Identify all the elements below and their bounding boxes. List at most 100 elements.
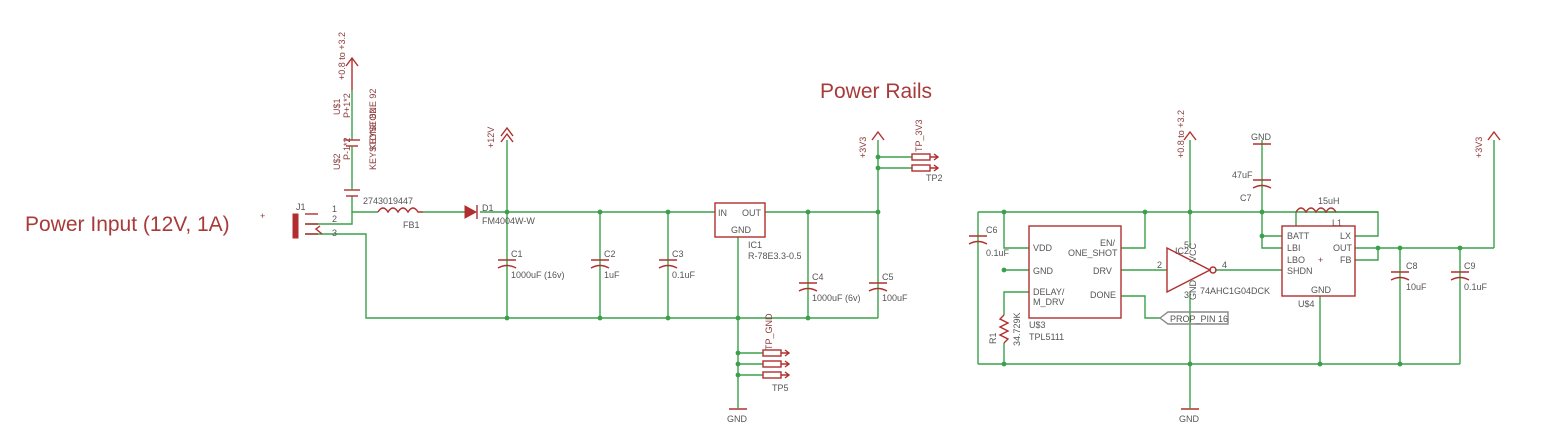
d1-value: FM4004W-W xyxy=(482,216,535,226)
u3-name: U$3 xyxy=(1029,320,1046,330)
ic1-pin-gnd: GND xyxy=(731,225,752,235)
gnd-symbol-right: GND xyxy=(1179,405,1200,424)
u4-pin-lbo: LBO xyxy=(1287,255,1305,265)
gnd-symbol-top: GND xyxy=(1251,132,1272,145)
u3-tpl5111: VDD GND DELAY/ M_DRV EN/ ONE_SHOT DRV DO… xyxy=(1028,225,1122,342)
ic2-pin-gnd: GND xyxy=(1188,280,1198,301)
r1-resistor: R1 34.729K xyxy=(988,312,1022,346)
c1-capacitor: C1 1000uF (16v) xyxy=(497,249,565,280)
u3-pin-vdd: VDD xyxy=(1033,243,1053,253)
ic1-value: R-78E3.3-0.5 xyxy=(748,251,802,261)
u4-plus: + xyxy=(1318,255,1323,265)
vbat-right-label: +0.8 to +3.2 xyxy=(1176,110,1186,158)
vbat-symbol-right: +0.8 to +3.2 xyxy=(1176,110,1197,158)
left-junctions xyxy=(504,154,881,378)
ic2-pin-vcc: VCC xyxy=(1188,242,1198,262)
fb1-value: 2743019447 xyxy=(363,196,413,206)
c3-capacitor: C3 0.1uF xyxy=(658,249,696,280)
fb1-ferrite: 2743019447 FB1 xyxy=(363,196,423,230)
l1-value: 15uH xyxy=(1318,196,1340,206)
u4-boost: BATT LBI LBO SHDN LX OUT FB GND + U$4 xyxy=(1281,225,1356,309)
u4-pin-lbi: LBI xyxy=(1287,243,1301,253)
c5-name: C5 xyxy=(882,272,894,282)
c5-value: 100uF xyxy=(882,293,908,303)
c7-name: C7 xyxy=(1240,193,1252,203)
gnd-symbol-left: GND xyxy=(727,405,748,424)
prop-pin-label: PROP_PIN 16 xyxy=(1158,311,1229,325)
ic1-name: IC1 xyxy=(748,240,762,250)
u1-name: U$1 xyxy=(332,98,342,115)
u3-pin-en: EN/ xyxy=(1100,238,1116,248)
u1-pin: P+1*2 xyxy=(342,93,352,118)
v3v3-right-label: +3V3 xyxy=(1474,137,1484,158)
ic2-pin-a: 2 xyxy=(1157,260,1162,270)
l1-inductor: 15uH L1 xyxy=(1295,196,1342,228)
c7-value: 47uF xyxy=(1232,170,1253,180)
r1-name: R1 xyxy=(988,332,998,344)
u1-value: KEYSTONE 92 xyxy=(368,89,378,150)
left-wires xyxy=(305,90,912,405)
c8-value: 10uF xyxy=(1406,282,1427,292)
d1-name: D1 xyxy=(482,203,494,213)
power-input-plus-mark: + xyxy=(260,211,265,221)
right-junctions xyxy=(1001,209,1463,367)
vbat-left-label: +0.8 to +3.2 xyxy=(337,32,347,80)
r1-value: 34.729K xyxy=(1012,312,1022,346)
prop-pin-text: PROP_PIN 16 xyxy=(1170,314,1228,324)
j1-label: J1 xyxy=(296,202,306,212)
c4-capacitor: C4 1000uF (6v) xyxy=(798,272,861,303)
c5-capacitor: C5 100uF xyxy=(868,272,908,303)
u3-pin-drv: DRV xyxy=(1093,266,1112,276)
ic2-value: 74AHC1G04DCK xyxy=(1200,286,1270,296)
u2-value: KEYSTONE 82 xyxy=(368,109,378,170)
tp5-testpoints: TP_GND TP5 xyxy=(762,313,791,393)
d1-diode: D1 FM4004W-W xyxy=(464,203,535,226)
u4-pin-gnd: GND xyxy=(1311,285,1332,295)
j1-pin3: 3 xyxy=(332,228,337,238)
ic1-regulator: IN OUT GND IC1 R-78E3.3-0.5 xyxy=(714,202,802,261)
ic2-name: IC2 xyxy=(1175,246,1189,256)
u3-pin-oneshot: ONE_SHOT xyxy=(1068,248,1118,258)
tp2-testpoints: TP_3V3 TP2 xyxy=(911,119,943,183)
v3v3-supply-right: +3V3 xyxy=(1474,130,1501,158)
u4-pin-batt: BATT xyxy=(1287,231,1310,241)
l1-name: L1 xyxy=(1332,218,1342,228)
c2-capacitor: C2 1uF xyxy=(590,249,620,280)
c8-capacitor: C8 10uF xyxy=(1390,261,1427,292)
c9-value: 0.1uF xyxy=(1464,282,1488,292)
c6-value: 0.1uF xyxy=(986,248,1010,258)
c3-name: C3 xyxy=(672,249,684,259)
v12-label: +12V xyxy=(486,127,496,148)
power-input-title: Power Input (12V, 1A) xyxy=(25,213,230,236)
u3-pin-done: DONE xyxy=(1090,290,1116,300)
c9-name: C9 xyxy=(1464,261,1476,271)
ic2-pin-gnd-num: 3 xyxy=(1184,290,1189,300)
tp5-value: TP_GND xyxy=(764,313,774,350)
c6-capacitor: C6 0.1uF xyxy=(968,225,1010,258)
j1-pin2: 2 xyxy=(332,214,337,224)
ic2-pin-y: 4 xyxy=(1222,260,1227,270)
u4-name: U$4 xyxy=(1298,299,1315,309)
v12-supply: +12V xyxy=(486,127,514,148)
u2-name: U$2 xyxy=(332,153,342,170)
j1-connector: J1 1 2 3 xyxy=(292,202,337,239)
u2-pin: P-1*2 xyxy=(342,137,352,160)
c7-capacitor: 47uF C7 xyxy=(1232,170,1272,203)
tp2-name: TP2 xyxy=(926,173,943,183)
u4-pin-shdn: SHDN xyxy=(1287,266,1313,276)
v3v3-supply-left: +3V3 xyxy=(858,130,885,158)
u4-pin-fb: FB xyxy=(1340,255,1352,265)
gnd-right-label: GND xyxy=(1179,414,1200,424)
tp5-name: TP5 xyxy=(772,383,789,393)
u3-value: TPL5111 xyxy=(1029,332,1064,342)
ic1-pin-in: IN xyxy=(718,208,727,218)
ic2-pin-vcc-num: 5 xyxy=(1184,240,1189,250)
j1-body xyxy=(292,213,299,239)
c1-value: 1000uF (16v) xyxy=(511,270,565,280)
c4-name: C4 xyxy=(812,272,824,282)
u3-pin-mdrv: M_DRV xyxy=(1033,297,1064,307)
v3v3-left-label: +3V3 xyxy=(858,137,868,158)
c8-name: C8 xyxy=(1406,261,1418,271)
ic1-pin-out: OUT xyxy=(742,208,762,218)
